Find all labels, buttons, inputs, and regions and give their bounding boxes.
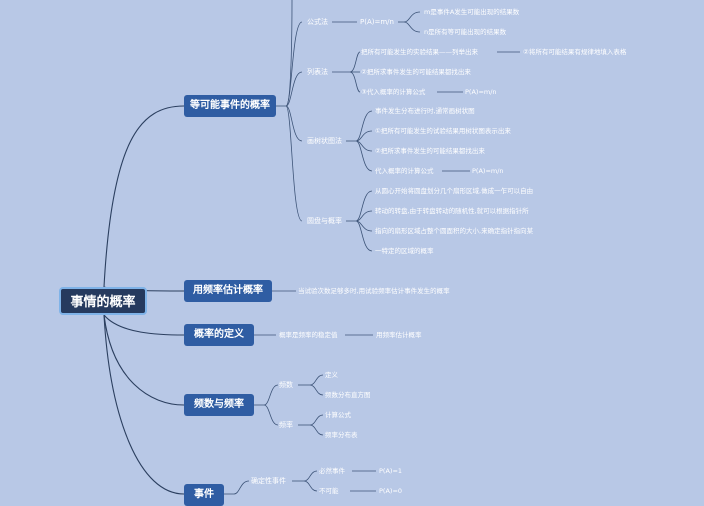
formula-method-formula[interactable]: P(A)=m/n [360,18,394,26]
connector-root-equal [103,105,185,288]
disk-step3[interactable]: 指向的扇形区域占整个圆面积的大小,来确定指针指向某 [375,227,534,235]
connector-root-event [103,314,185,495]
frequency-item-formula[interactable]: 计算公式 [325,411,351,419]
frequency-item-table[interactable]: 频率分布表 [325,431,358,439]
count-item-histogram[interactable]: 频数分布直方图 [325,391,371,399]
impossible-event-probability[interactable]: P(A)=0 [379,487,403,495]
list-method[interactable]: 列表法 [307,68,328,76]
tree-method-step4-formula[interactable]: P(A)=m/n [472,167,504,175]
sure-event-probability[interactable]: P(A)=1 [379,467,403,475]
tree-method-step2[interactable]: ①把所有可能发生的试验结果用树状图表示出来 [375,127,511,135]
count-node[interactable]: 频数 [279,381,293,389]
list-method-step1[interactable]: 把所有可能发生的实验结果——列举出来 [361,48,478,56]
list-method-step3[interactable]: ③代入概率的计算公式 [361,88,426,96]
branch-count-frequency[interactable]: 频数与频率 [184,394,254,416]
frequency-estimate-desc[interactable]: 当试验次数足够多时,用试验频率估计事件发生的概率 [298,287,450,295]
count-item-definition[interactable]: 定义 [325,371,338,379]
connector-root-definition [103,314,185,336]
tree-method-step3[interactable]: ②把所求事件发生的可能结果都找出来 [375,147,485,155]
list-method-step1-tail[interactable]: ②将所有可能结果有规律地填入表格 [523,48,627,56]
connector-root-countfreq [103,314,185,406]
disk-step2[interactable]: 转动的转盘,由于转盘转动的随机性,就可以根据指针所 [375,207,529,215]
tree-method-step1[interactable]: 事件发生分布进行时,通常画树状图 [375,107,475,115]
branch-equal-probability[interactable]: 等可能事件的概率 [184,95,276,117]
tree-method-step4[interactable]: 代入概率的计算公式 [375,167,434,175]
list-method-step2[interactable]: ②把所求事件发生的可能结果都找出来 [361,68,471,76]
disk-step1[interactable]: 从圆心开始将圆盘划分几个扇形区域,做成一乍可以自由 [375,187,534,195]
impossible-event[interactable]: 不可能 [319,487,339,495]
formula-method[interactable]: 公式法 [307,18,328,26]
sure-event[interactable]: 必然事件 [319,467,345,475]
disk-step4[interactable]: 一特定的区域的概率 [375,247,434,255]
branch-event[interactable]: 事件 [184,484,224,506]
disk-probability[interactable]: 圆盘与概率 [307,217,342,225]
formula-m-desc[interactable]: m是事件A发生可能出现的结果数 [424,8,520,16]
list-method-step3-formula[interactable]: P(A)=m/n [465,88,497,96]
root-topic[interactable]: 事情的概率 [59,287,147,315]
formula-n-desc[interactable]: n是所有等可能出现的结果数 [424,28,507,36]
tree-method[interactable]: 画树状图法 [307,137,342,145]
frequency-node[interactable]: 频率 [279,421,293,429]
certain-event[interactable]: 确定性事件 [251,477,286,485]
definition-desc-tail[interactable]: 用频率估计概率 [376,331,422,339]
definition-desc[interactable]: 概率是频率的稳定值 [279,331,338,339]
branch-probability-definition[interactable]: 概率的定义 [184,324,254,346]
branch-frequency-estimate[interactable]: 用频率估计概率 [184,280,272,302]
